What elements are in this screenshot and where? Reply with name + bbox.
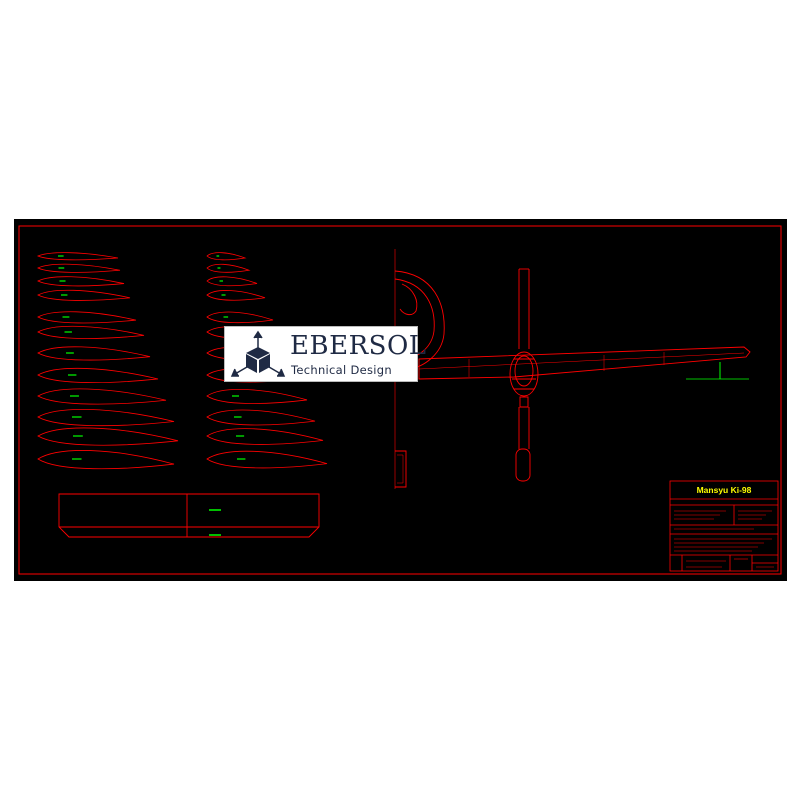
rib-outline <box>37 289 131 301</box>
logo-brand-name: EBERSOL <box>290 331 427 361</box>
rib-outline <box>206 252 247 261</box>
rib-outline <box>206 263 251 273</box>
rib-outline <box>206 389 308 404</box>
title-block <box>669 480 779 572</box>
rib-outline <box>37 276 125 287</box>
aircraft-front-view <box>394 249 751 489</box>
spar-part <box>58 493 320 538</box>
wing-ribs-left <box>36 252 179 470</box>
ebersol-logo: EBERSOL Technical Design <box>224 326 426 382</box>
rib-outline <box>37 325 145 339</box>
logo-tagline: Technical Design <box>291 363 392 377</box>
rib-outline <box>37 311 137 324</box>
rib-outline <box>206 450 328 469</box>
rib-outline <box>37 450 175 470</box>
drawing-frame <box>18 225 782 575</box>
rib-outline <box>37 409 175 427</box>
rib-outline <box>206 290 266 301</box>
rib-outline <box>206 409 316 426</box>
drawing-sheet: Mansyu Ki-98 <box>14 219 787 581</box>
rib-outline <box>206 311 274 324</box>
rib-outline <box>37 388 167 405</box>
cube-with-axes-icon <box>230 330 286 377</box>
rib-outline <box>36 252 119 261</box>
drawing-title: Mansyu Ki-98 <box>697 485 752 495</box>
rib-outline <box>206 428 324 445</box>
rib-outline <box>37 367 159 383</box>
rib-outline <box>37 263 121 273</box>
rib-outline <box>206 276 258 287</box>
rib-outline <box>37 346 151 361</box>
rib-outline <box>37 427 179 446</box>
cad-drawing: Mansyu Ki-98 <box>18 225 782 575</box>
